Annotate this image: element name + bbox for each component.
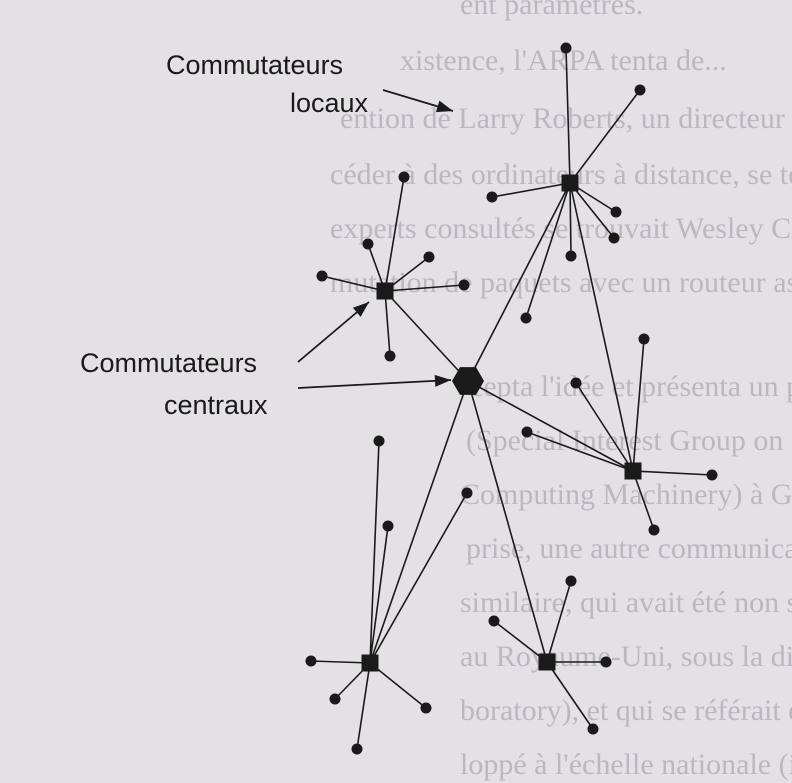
local-switch	[376, 282, 394, 300]
local-switch	[538, 653, 556, 671]
trunk-link	[569, 182, 634, 472]
terminal-node	[329, 693, 341, 705]
access-link	[369, 492, 468, 664]
background-text-line: Computing Machinery) à Gatlinburg dans l	[460, 478, 792, 511]
access-link	[546, 580, 572, 663]
terminal-node	[648, 524, 660, 536]
trunk-link	[467, 182, 571, 382]
background-text-layer: ent paramètres. xistence, l'ARPA tenta d…	[330, 0, 792, 781]
terminal-node	[610, 206, 622, 218]
local-switches-arrow-head	[435, 100, 453, 113]
terminal-node	[362, 238, 374, 250]
terminal-node	[706, 469, 718, 481]
central-switches-label-line1: Commutateurs	[80, 348, 257, 378]
terminal-node	[382, 520, 394, 532]
central-switches-arrow-lower	[297, 379, 452, 389]
access-link	[525, 182, 571, 319]
access-link	[526, 431, 634, 472]
local-switch	[561, 174, 579, 192]
arrow-layer	[297, 89, 454, 389]
terminal-node	[638, 333, 650, 345]
background-text-line: cepta l'idée et présenta un projet assez…	[470, 370, 792, 403]
terminal-node	[570, 377, 582, 389]
terminal-node	[384, 350, 396, 362]
terminal-node	[600, 656, 612, 668]
background-text-line: loppé à l'échelle nationale (il connecta…	[460, 748, 792, 781]
terminal-node	[634, 84, 646, 96]
central-switches-arrow-upper-head	[352, 302, 369, 317]
access-link	[569, 182, 572, 257]
access-link	[569, 182, 615, 239]
access-link	[569, 89, 641, 184]
terminal-node	[305, 655, 317, 667]
terminal-node	[520, 312, 532, 324]
local-switch	[361, 654, 379, 672]
terminal-node	[608, 232, 620, 244]
background-text-line: experts consultés se trouvait Wesley Cla…	[330, 212, 792, 245]
terminal-node	[587, 723, 599, 735]
access-link	[384, 290, 391, 357]
terminal-node	[565, 250, 577, 262]
access-link	[384, 176, 405, 292]
terminal-node	[458, 279, 470, 291]
access-link	[632, 470, 713, 476]
trunk-link	[467, 380, 634, 472]
terminal-node	[486, 191, 498, 203]
terminal-node	[521, 426, 533, 438]
access-link	[384, 284, 465, 292]
central-switches-label-line2: centraux	[164, 390, 268, 420]
access-link	[369, 662, 427, 709]
background-text-line: prise, une autre communication présente	[466, 532, 792, 565]
access-link	[491, 182, 571, 198]
access-link	[310, 660, 371, 664]
access-link	[546, 661, 594, 730]
terminal-node	[461, 487, 473, 499]
background-text-line: similaire, qui avait été non seulement c…	[460, 586, 792, 619]
access-link	[356, 662, 371, 750]
central-switches-arrow-lower-head	[434, 374, 451, 387]
background-text-line: ention de Larry Roberts, un directeur de…	[340, 102, 792, 135]
access-link	[575, 382, 634, 472]
terminal-node	[560, 42, 572, 54]
label-layer: Commutateurs locaux Commutateurs centrau…	[80, 50, 369, 420]
access-link	[369, 525, 389, 664]
access-link	[632, 470, 655, 531]
node-layer	[305, 42, 718, 755]
access-link	[493, 620, 548, 663]
trunk-link	[467, 380, 548, 663]
background-text-line: au Royaume-Uni, sous la direction de Don…	[460, 640, 792, 673]
terminal-node	[316, 270, 328, 282]
terminal-node	[565, 575, 577, 587]
local-switch	[624, 462, 642, 480]
terminal-node	[488, 615, 500, 627]
terminal-node	[420, 702, 432, 714]
terminal-node	[373, 435, 385, 447]
terminal-node	[398, 171, 410, 183]
edge-layer	[310, 47, 713, 750]
local-switches-label-line1: Commutateurs	[166, 50, 343, 80]
central-switch	[452, 367, 484, 395]
access-link	[369, 440, 380, 664]
background-text-line: mutation de paquets avec un routeur asso	[330, 266, 792, 299]
trunk-link	[384, 290, 469, 382]
terminal-node	[351, 743, 363, 755]
access-link	[632, 338, 645, 472]
background-text-line: boratory), et qui se référait en outre a…	[460, 694, 792, 727]
terminal-node	[423, 251, 435, 263]
access-link	[321, 275, 386, 292]
access-link	[565, 47, 571, 184]
trunk-link	[369, 380, 469, 664]
local-switches-label-line2: locaux	[290, 88, 369, 118]
background-text-line: ent paramètres.	[460, 0, 643, 21]
